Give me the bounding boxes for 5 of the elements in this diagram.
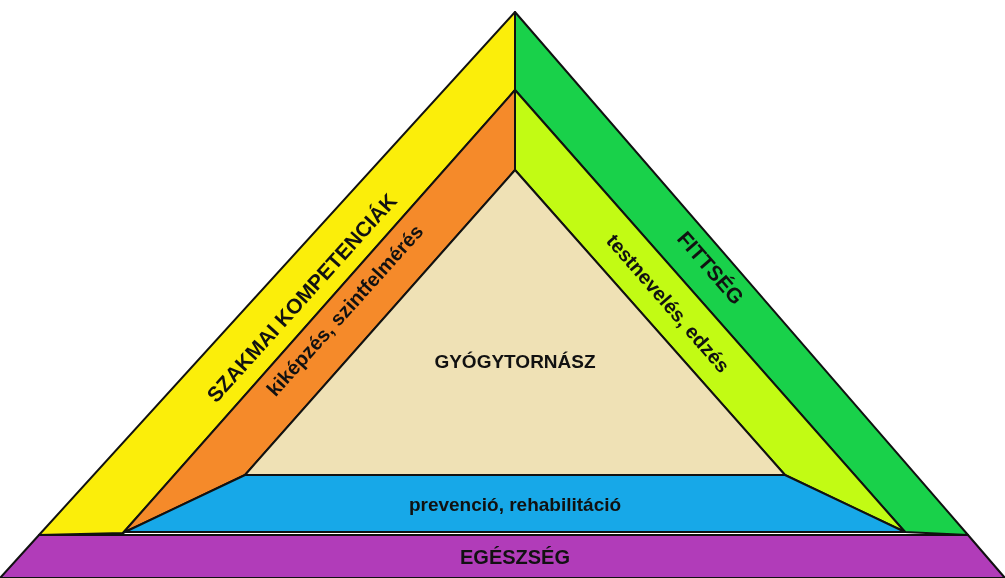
band-shape	[0, 535, 1005, 578]
center-title: GYÓGYTORNÁSZ	[434, 351, 596, 373]
band-shape	[125, 475, 905, 532]
band-label: EGÉSZSÉG	[460, 545, 570, 569]
band-label: prevenció, rehabilitáció	[408, 494, 622, 516]
